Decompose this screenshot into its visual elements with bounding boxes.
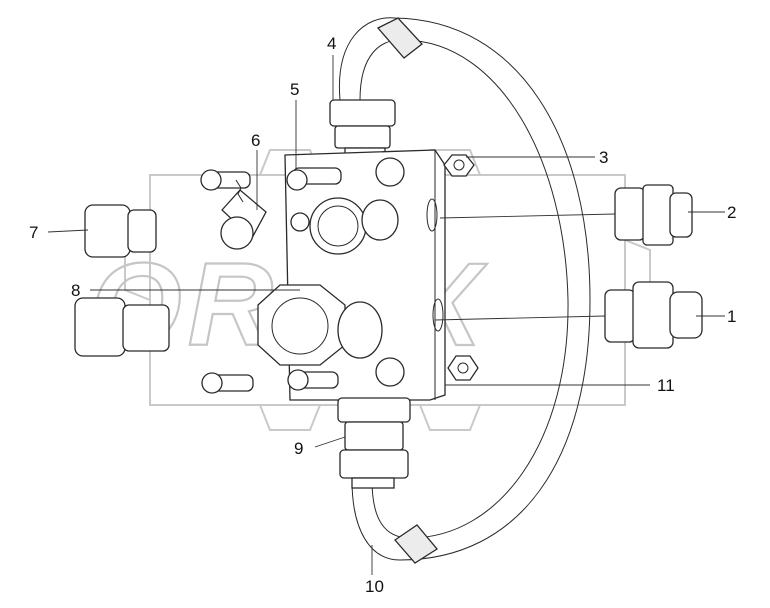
callout-1: 1 <box>727 307 736 326</box>
port-fitting-middle <box>290 197 399 255</box>
callout-2: 2 <box>727 203 736 222</box>
callout-7: 7 <box>29 223 38 242</box>
fitting-left-lower <box>74 297 170 357</box>
port-fitting-large <box>257 284 383 366</box>
callouts: 1 2 3 4 5 6 7 8 9 10 11 <box>29 34 736 596</box>
bolt-upper-left <box>200 169 251 191</box>
callout-6: 6 <box>251 131 260 150</box>
callout-9: 9 <box>294 439 303 458</box>
callout-4: 4 <box>327 34 336 53</box>
plug-nut-upper-right <box>443 154 475 177</box>
hose-assembly <box>338 17 591 564</box>
bolt-upper <box>286 167 342 191</box>
bolt-lower-left <box>201 372 254 394</box>
top-fitting-stack <box>329 99 396 161</box>
callout-11: 11 <box>657 376 675 395</box>
callout-3: 3 <box>599 148 608 167</box>
callout-5: 5 <box>290 80 299 99</box>
pressure-switch <box>220 179 267 250</box>
fitting-right-upper <box>614 184 693 246</box>
plug-nut-lower-right <box>447 355 479 381</box>
callout-10: 10 <box>365 577 384 596</box>
leader-lines <box>47 55 725 575</box>
fitting-left-upper <box>84 204 157 258</box>
bottom-fitting-stack <box>337 397 411 489</box>
fitting-right-lower <box>604 281 703 349</box>
bolt-lower <box>287 369 339 391</box>
callout-8: 8 <box>71 281 80 300</box>
